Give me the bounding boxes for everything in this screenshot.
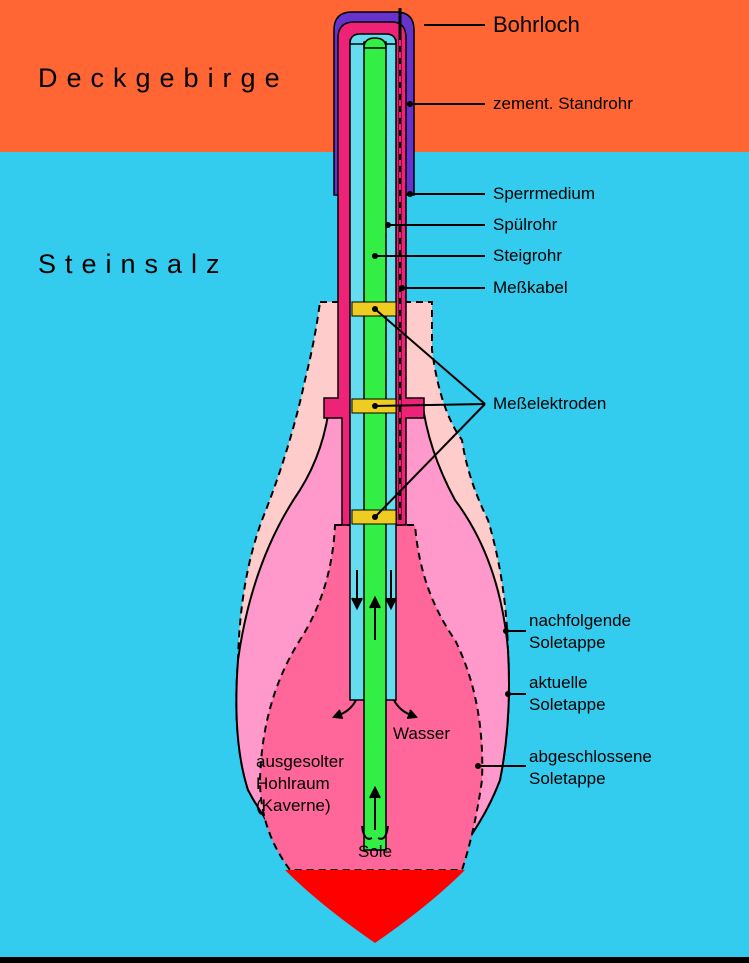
- leader-lines: [374, 24, 526, 767]
- flow-arrows: [332, 570, 418, 840]
- label-sperrmedium: Sperrmedium: [493, 184, 596, 203]
- label-messelektroden: Meßelektroden: [493, 394, 607, 413]
- label-nachfolgende-2: Soletappe: [529, 633, 606, 652]
- label-steigrohr: Steigrohr: [493, 246, 562, 265]
- label-wasser: Wasser: [393, 724, 450, 743]
- label-spuelrohr: Spülrohr: [493, 215, 558, 234]
- label-bohrloch: Bohrloch: [493, 12, 580, 37]
- label-abgeschlossene-2: Soletappe: [529, 769, 606, 788]
- leader-dots: [372, 101, 511, 769]
- steigrohr: [363, 41, 387, 851]
- label-abgeschlossene-1: abgeschlossene: [529, 747, 652, 766]
- label-messkabel: Meßkabel: [493, 278, 568, 297]
- label-hohlraum-2: Hohlraum: [256, 774, 330, 793]
- label-hohlraum-1: ausgesolter: [256, 752, 344, 771]
- steigrohr-top: [363, 37, 387, 49]
- sump: [285, 870, 465, 943]
- label-aktuelle-1: aktuelle: [529, 673, 588, 692]
- label-hohlraum-3: (Kaverne): [256, 796, 331, 815]
- label-sole: Sole: [358, 842, 393, 861]
- layer-label-steinsalz: Steinsalz: [38, 249, 229, 279]
- label-aktuelle-2: Soletappe: [529, 695, 606, 714]
- layer-label-deckgebirge: Deckgebirge: [38, 63, 289, 93]
- bottom-border: [0, 957, 749, 963]
- label-nachfolgende-1: nachfolgende: [529, 611, 632, 630]
- label-standrohr: zement. Standrohr: [493, 94, 633, 113]
